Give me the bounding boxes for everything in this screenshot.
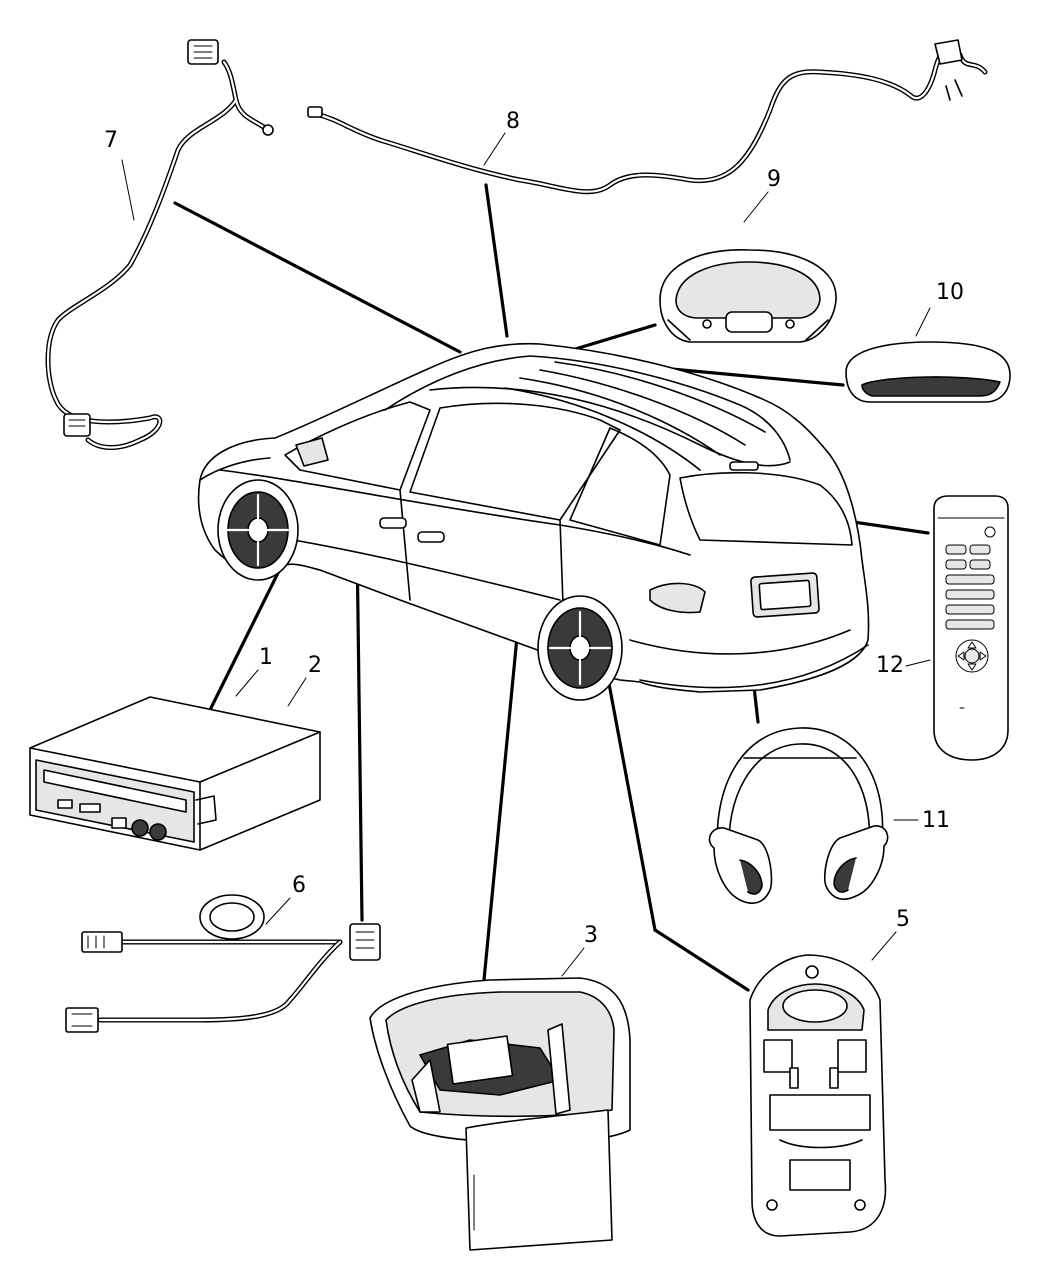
overhead-console-9 <box>659 249 837 343</box>
minivan <box>197 342 870 701</box>
callout-12: 12 <box>876 653 904 678</box>
callout-11: 11 <box>922 808 950 833</box>
callout-labels: 7 8 9 10 12 1 2 11 6 3 5 <box>104 109 964 948</box>
remote-button-grid <box>945 544 995 709</box>
callout-5: 5 <box>896 907 910 932</box>
overhead-monitor-3 <box>369 977 631 1251</box>
callout-8: 8 <box>506 109 520 134</box>
callout-9: 9 <box>767 167 781 192</box>
callout-ticks <box>121 132 931 977</box>
dvd-radio-unit-1-2 <box>29 696 321 851</box>
mounting-bracket-5 <box>749 954 887 1237</box>
video-harness-7 <box>45 39 274 450</box>
callout-2: 2 <box>308 653 322 678</box>
bezel-cover-10 <box>845 341 1011 403</box>
callout-10: 10 <box>936 280 964 305</box>
jumper-harness-6 <box>65 894 381 1033</box>
callout-7: 7 <box>104 128 118 153</box>
remote-control-12 <box>933 495 1009 761</box>
callout-3: 3 <box>584 923 598 948</box>
callout-1: 1 <box>259 645 273 670</box>
video-harness-8 <box>307 39 988 195</box>
callout-6: 6 <box>292 873 306 898</box>
wireless-headphones-11 <box>708 727 889 904</box>
